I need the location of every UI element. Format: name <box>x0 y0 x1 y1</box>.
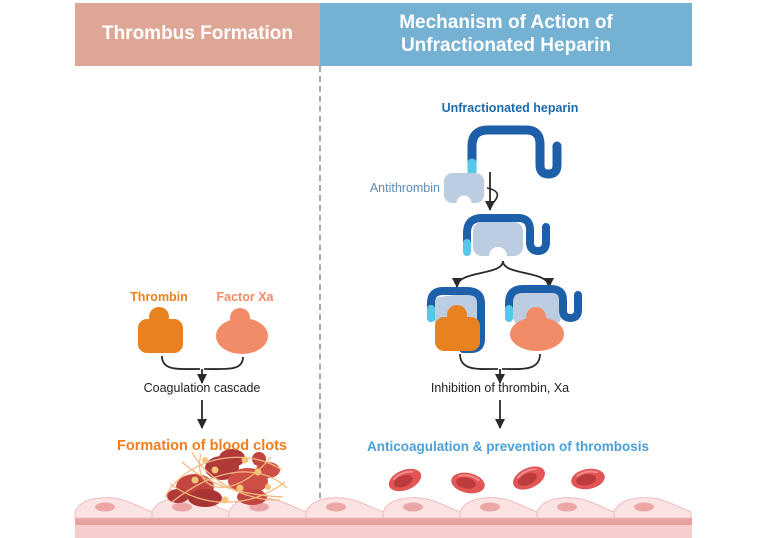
heparin-antithrombin-complex <box>463 214 550 265</box>
coagulation-cascade-label: Coagulation cascade <box>143 381 261 395</box>
left-panel-title: Thrombus Formation <box>101 23 294 45</box>
right-panel-header: Mechanism of Action of Unfractionated He… <box>320 3 692 66</box>
converge-bracket-left <box>161 355 244 384</box>
factor-xa-label: Factor Xa <box>216 290 274 304</box>
antithrombin-blob-icon <box>444 173 484 211</box>
unfractionated-heparin-label: Unfractionated heparin <box>441 101 579 115</box>
vessel-wall-icon <box>74 497 692 538</box>
anticoagulation-outcome-label: Anticoagulation & prevention of thrombos… <box>366 439 649 454</box>
converge-bracket-right <box>459 353 541 384</box>
antithrombin-label: Antithrombin <box>369 181 440 195</box>
heparin-strand-icon <box>467 125 562 186</box>
red-blood-cells <box>384 460 608 498</box>
thrombin-label: Thrombin <box>130 290 188 304</box>
thrombin-blob-icon <box>138 307 183 353</box>
antithrombin-join-curve <box>486 187 499 205</box>
panel-divider <box>319 66 321 538</box>
heparin-thrombin-complex <box>427 287 485 353</box>
inhibition-label: Inhibition of thrombin, Xa <box>430 381 570 395</box>
split-bracket <box>452 260 554 288</box>
heparin-xa-complex <box>505 285 582 351</box>
red-blood-cell-icon <box>508 460 550 496</box>
blood-clots-outcome-label: Formation of blood clots <box>117 438 287 454</box>
left-panel-header: Thrombus Formation <box>75 3 320 66</box>
right-panel-title: Mechanism of Action of Unfractionated He… <box>399 11 613 56</box>
red-blood-cell-icon <box>568 465 608 493</box>
red-blood-cell-icon <box>448 468 488 498</box>
factor-xa-blob-icon <box>216 308 268 354</box>
blood-clot-icon <box>164 449 288 507</box>
red-blood-cell-icon <box>384 463 426 497</box>
